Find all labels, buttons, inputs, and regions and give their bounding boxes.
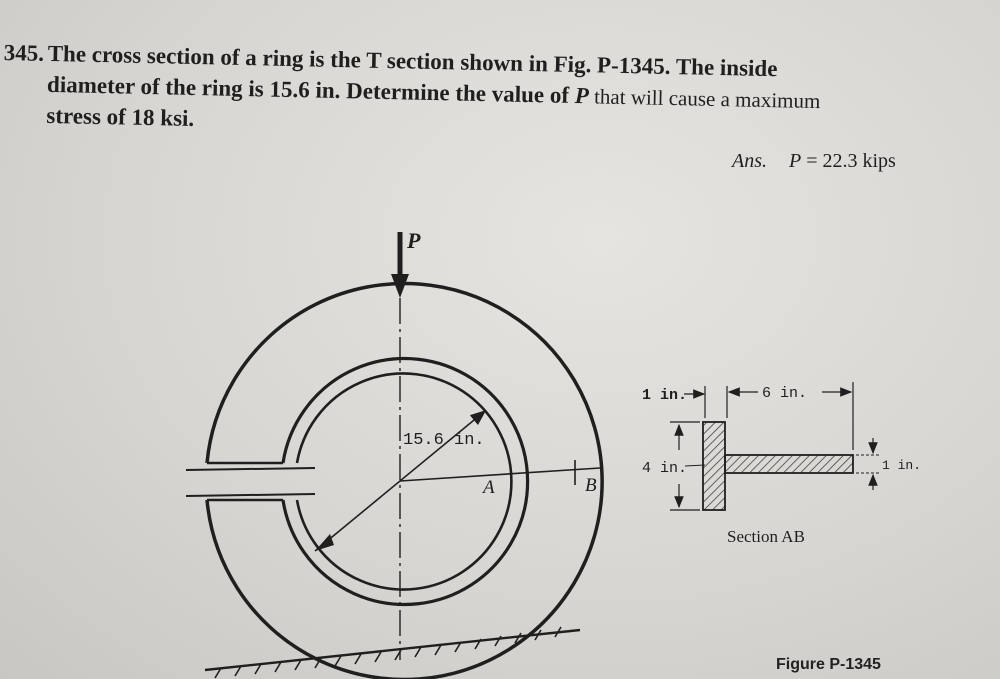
section-ab-drawing [670, 382, 880, 511]
dim-flange-thickness-label: 1 in. [642, 387, 687, 404]
load-arrow [391, 232, 409, 298]
answer: Ans. P = 22.3 kips [732, 150, 896, 173]
dim-web-length-label: 6 in. [762, 385, 807, 402]
ring-outer [205, 281, 604, 679]
point-b-label: B [585, 475, 597, 496]
answer-variable: P [789, 150, 802, 172]
t-section-flange [702, 421, 726, 511]
answer-value: = 22.3 kips [801, 150, 896, 172]
point-a-label: A [481, 477, 495, 498]
t-section-web [724, 454, 854, 474]
dim-web-thickness-label: 1 in. [882, 458, 921, 473]
gap-line-top [185, 467, 316, 471]
answer-label: Ans. [732, 150, 767, 172]
ground-support [204, 626, 581, 679]
diameter-label: 15.6 in. [403, 431, 485, 450]
dim-flange-height-label: 4 in. [642, 460, 687, 477]
diameter-arrow [314, 409, 487, 552]
ring-inner-flange [281, 356, 530, 607]
ring-web-line [295, 372, 513, 591]
section-line-ab [399, 467, 601, 482]
load-label: P [406, 228, 421, 253]
section-ab-label: Section AB [727, 527, 805, 546]
figure-caption: Figure P-1345 [776, 656, 881, 673]
gap-line-bottom [185, 493, 316, 497]
